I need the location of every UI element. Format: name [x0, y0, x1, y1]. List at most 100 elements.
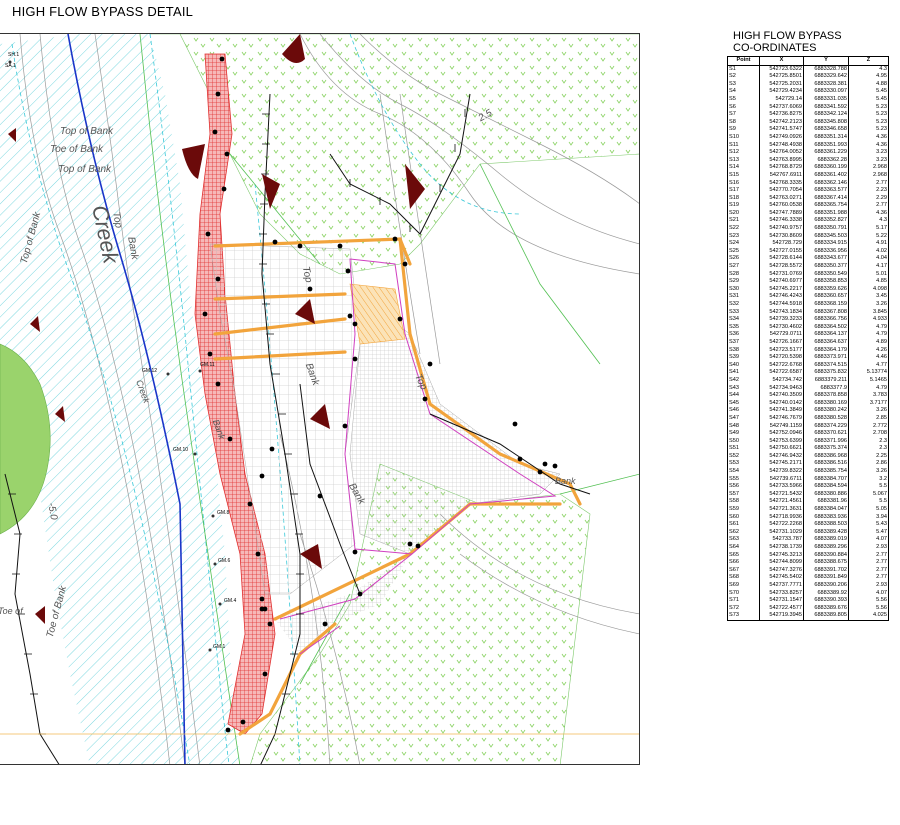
cell-y: 6883350.791: [803, 225, 849, 233]
cell-y: 6883366.756: [803, 316, 849, 324]
cell-z: 5.13774: [848, 369, 889, 377]
cell-x: 542750.6621: [759, 445, 804, 453]
top-of-bank-label-2: Top of Bank: [58, 164, 112, 175]
cell-z: 4.07: [848, 536, 889, 544]
cell-y: 6883367.808: [803, 308, 849, 317]
cell-x: 542748.4938: [759, 141, 804, 150]
cell-y: 6883370.621: [803, 430, 849, 438]
cell-y: 6883391.702: [803, 566, 849, 575]
toe-of-label-left: Toe of: [0, 606, 24, 616]
cell-z: 3.26: [848, 301, 889, 309]
bypass-boundary: [344, 258, 557, 555]
cell-point: S21: [727, 217, 760, 226]
cell-z: 4.07: [848, 589, 889, 598]
cell-z: 2.968: [848, 171, 889, 180]
cell-z: 3.2: [848, 475, 889, 484]
cell-x: 542753.6399: [759, 437, 804, 446]
cell-y: 6883390.206: [803, 581, 849, 590]
cell-point: S47: [727, 414, 760, 423]
cell-x: 542739.6711: [759, 475, 804, 484]
cell-z: 5.23: [848, 126, 889, 134]
cell-z: 2.77: [848, 202, 889, 210]
cell-x: 542722.4577: [759, 604, 804, 613]
cell-y: 6883358.853: [803, 278, 849, 286]
sa1-label: SA.1: [5, 63, 16, 69]
cell-point: S42: [727, 376, 760, 385]
cell-x: 542740.6977: [759, 278, 804, 286]
rock-fill-area: [349, 283, 406, 345]
cell-point: S35: [727, 323, 760, 332]
cell-z: 2.77: [848, 559, 889, 567]
header-z: Z: [848, 56, 889, 66]
cell-y: 6883367.414: [803, 194, 849, 203]
cell-y: 6883380.886: [803, 490, 849, 499]
cell-x: 542740.9757: [759, 225, 804, 233]
bank-label-4: Bank: [555, 476, 576, 486]
cell-point: S27: [727, 263, 760, 271]
cell-z: 2.77: [848, 179, 889, 188]
cell-y: 6883329.642: [803, 73, 849, 81]
creek-water-area: [0, 34, 240, 764]
cell-x: 542740.0142: [759, 399, 804, 408]
cell-x: 542733.8257: [759, 589, 804, 598]
cell-z: 4.17: [848, 263, 889, 271]
header-x: X: [759, 56, 804, 66]
cell-z: 4.025: [848, 612, 889, 621]
cell-x: 542746.4243: [759, 293, 804, 301]
cell-y: 6883362.28: [803, 156, 849, 165]
cell-point: S46: [727, 407, 760, 415]
lower-fine-grid: [275, 554, 410, 654]
cell-point: S10: [727, 133, 760, 142]
cell-y: 6883380.528: [803, 414, 849, 423]
table-header-row: Point X Y Z: [727, 56, 889, 66]
cell-point: S54: [727, 468, 760, 476]
green-boundary-lines: [139, 34, 639, 764]
gm12-label: GM.12: [142, 368, 157, 374]
cell-point: S17: [727, 187, 760, 195]
cell-point: S44: [727, 392, 760, 400]
cell-point: S41: [727, 369, 760, 377]
cell-x: 542718.9936: [759, 513, 804, 522]
cell-x: 542745.5402: [759, 574, 804, 582]
cell-z: 2.77: [848, 566, 889, 575]
cell-y: 6883360.657: [803, 293, 849, 301]
top-label-1: Top: [110, 211, 124, 229]
cell-x: 542763.8995: [759, 156, 804, 165]
cell-z: 2.3: [848, 445, 889, 453]
cell-y: 6883390.393: [803, 597, 849, 605]
toe-of-bank-label-1: Toe of Bank: [50, 144, 104, 155]
cell-z: 4.3: [848, 217, 889, 226]
cell-point: S36: [727, 331, 760, 339]
creek-centreline: [67, 34, 186, 764]
cell-z: 4.46: [848, 354, 889, 362]
cell-z: 5.56: [848, 604, 889, 613]
cell-z: 5.5: [848, 498, 889, 507]
cell-y: 6883342.124: [803, 111, 849, 119]
cell-x: 542731.0769: [759, 270, 804, 279]
cell-x: 542721.3631: [759, 506, 804, 514]
cell-point: S48: [727, 422, 760, 431]
cell-point: S55: [727, 475, 760, 484]
cell-z: 2.77: [848, 551, 889, 560]
cell-point: S14: [727, 164, 760, 172]
cell-z: 3.783: [848, 392, 889, 400]
cell-x: 542745.3213: [759, 551, 804, 560]
cell-y: 6883336.956: [803, 247, 849, 256]
bypass-fine-grid: [349, 293, 561, 555]
cell-z: 3.26: [848, 468, 889, 476]
